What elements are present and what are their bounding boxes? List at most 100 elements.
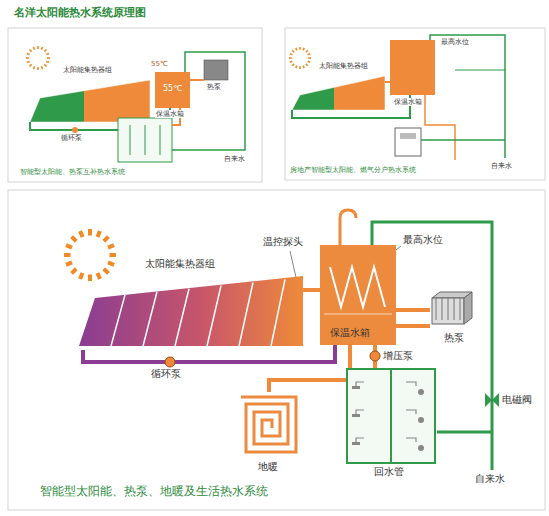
part-label: 最高水位: [402, 234, 444, 246]
drawing-part: [395, 128, 421, 156]
drawing-part: [299, 66, 301, 69]
part-label: 电磁阀: [501, 394, 533, 406]
drawing-part: [41, 47, 42, 50]
drawing-part: [290, 61, 293, 62]
drawing-part: [442, 298, 443, 320]
drawing-part: [30, 64, 32, 66]
drawing-part: [460, 298, 461, 320]
drawing-part: [418, 417, 424, 423]
drawing-part: [320, 245, 396, 345]
drawing-part: [306, 64, 308, 66]
drawing-part: [347, 369, 435, 463]
drawing-part: [421, 139, 505, 141]
drawing-part: [239, 283, 253, 347]
part-label: 最高水位: [440, 38, 470, 46]
part-label: 太阳能集热器组: [318, 62, 369, 70]
drawing-part: [296, 66, 297, 69]
collector-group: 太阳能集热器组: [75, 258, 307, 350]
sub-caption: 智能型太阳能、热泵互补热水系统: [20, 168, 125, 176]
drawing-part: [44, 64, 46, 66]
drawing-part: [385, 81, 390, 83]
part-label: 循环泵: [60, 134, 83, 142]
drawing-part: [356, 410, 364, 414]
drawing-part: [72, 127, 78, 133]
pipe: [303, 288, 320, 292]
drawing-part: [88, 275, 92, 282]
drawing-part: [425, 95, 455, 160]
drawing-part: [396, 246, 401, 250]
drawing-part: [340, 210, 356, 245]
drawing-part: [436, 298, 437, 320]
storage-tank: 保温水箱: [320, 245, 396, 345]
part-label: 55℃: [150, 60, 169, 68]
drawing-part: [406, 438, 416, 442]
title: 名洋太阳能热水系统原理图: [14, 7, 146, 20]
node-label: 地暖: [258, 461, 278, 473]
drawing-part: [330, 267, 385, 307]
drawing-part: [299, 47, 301, 50]
drawing-part: [110, 253, 117, 257]
drawing-part: [160, 125, 161, 155]
drawing-part: [104, 269, 109, 274]
part-label: 增压泵: [382, 350, 414, 362]
caption: 智能型太阳能、热泵、地暖及生活热水系统: [40, 485, 268, 499]
drawing-part: [406, 410, 416, 414]
drawing-part: [241, 397, 296, 452]
drawing-part: [30, 80, 150, 122]
drawing-part: [88, 229, 92, 236]
drawing-part: [33, 47, 34, 50]
drawing-part: [37, 67, 39, 70]
drawing-part: [454, 298, 455, 320]
drawing-part: [46, 53, 49, 54]
part-label: 自来水: [490, 162, 513, 170]
drawing-part: [396, 324, 430, 328]
part-label: 保温水箱: [155, 110, 185, 118]
heat-pump: 热泵: [430, 290, 480, 348]
fixture-box: 回水管: [346, 368, 436, 480]
drawing-part: [303, 48, 304, 51]
drawing-part: [41, 66, 42, 69]
drawing-part: [44, 50, 46, 52]
drawing-part: [80, 273, 82, 279]
drawing-part: [64, 253, 71, 257]
drawing-part: [27, 53, 30, 54]
pump-symbol: [165, 357, 175, 367]
drawing-part: [356, 382, 364, 386]
drawing-part: [292, 50, 294, 52]
drawing-part: [390, 40, 435, 95]
drawing-part: [207, 286, 221, 346]
pump-symbol: [370, 351, 380, 361]
drawing-part: [308, 61, 311, 62]
drawing-part: [418, 389, 424, 395]
drawing-part: [72, 269, 77, 274]
node-shape: [75, 258, 307, 350]
drawing-part: [104, 237, 109, 242]
drawing-part: [145, 125, 146, 155]
drawing-part: [130, 125, 131, 155]
node-label: 保温水箱: [330, 327, 370, 339]
floor-heating: 地暖: [236, 392, 306, 480]
drawing-part: [352, 386, 360, 389]
drawing-part: [306, 50, 308, 52]
drawing-part: [437, 431, 492, 434]
drawing-part: [271, 279, 285, 346]
drawing-part: [26, 57, 29, 59]
drawing-part: [285, 28, 545, 180]
drawing-part: [406, 382, 416, 386]
part-label: 循环泵: [150, 368, 182, 380]
drawing-part: [72, 237, 77, 242]
drawing-part: [172, 52, 245, 150]
drawing-part: [352, 442, 360, 445]
drawing-part: [204, 60, 228, 80]
drawing-part: [111, 295, 125, 346]
drawing-part: [66, 245, 72, 247]
drawing-part: [79, 276, 303, 346]
drawing-part: [97, 231, 99, 237]
drawing-part: [108, 245, 114, 247]
drawing-part: [66, 262, 72, 264]
pipe: [269, 345, 350, 392]
drawing-part: [143, 292, 157, 346]
